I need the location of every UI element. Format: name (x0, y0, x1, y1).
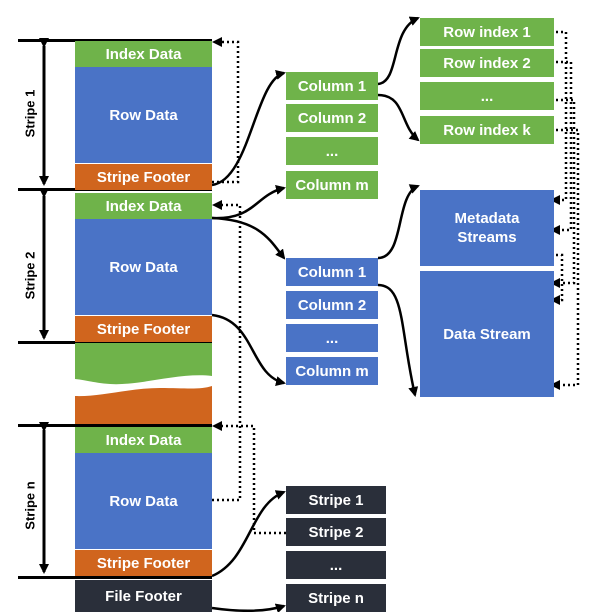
data-stream: Data Stream (420, 271, 554, 397)
top-column-ellipsis: ... (286, 137, 378, 165)
arrow-file-footer-to-stripes (211, 490, 286, 578)
arrow-stripe1-footer-to-columns (211, 70, 286, 187)
row-index-ellipsis: ... (420, 82, 554, 110)
metadata-streams: Metadata Streams (420, 190, 554, 266)
torn-orange-piece (75, 386, 212, 424)
arrow-file-footer-to-stripe-n (211, 603, 286, 612)
stripe-n-bottom-line (18, 576, 212, 579)
top-column-m: Column m (286, 171, 378, 199)
dotted-rowindexk-return (550, 128, 580, 390)
stripe-n-index-data: Index Data (75, 427, 212, 453)
stripe-n-stripe-footer: Stripe Footer (75, 550, 212, 576)
dotted-stripe-list-to-index (212, 421, 286, 535)
arrow-column1-to-datastream (377, 283, 419, 397)
dotted-metadata-return (550, 253, 564, 305)
stripe-n-row-data: Row Data (75, 453, 212, 549)
bottom-column-ellipsis: ... (286, 324, 378, 352)
dotted-rowindex-to-datastream (550, 98, 576, 288)
stripe-2-stripe-footer: Stripe Footer (75, 316, 212, 342)
bottom-column-1: Column 1 (286, 258, 378, 286)
stripe-n-top-line (18, 424, 212, 427)
stripe-1-top-line (18, 39, 212, 42)
stripe-list-n: Stripe n (286, 584, 386, 612)
bottom-column-2: Column 2 (286, 291, 378, 319)
top-column-1: Column 1 (286, 72, 378, 100)
bottom-column-m: Column m (286, 357, 378, 385)
stripe-1-row-data: Row Data (75, 67, 212, 163)
file-footer: File Footer (75, 580, 212, 612)
torn-green-piece (75, 343, 212, 385)
stripe-list-1: Stripe 1 (286, 486, 386, 514)
row-index-k: Row index k (420, 116, 554, 144)
stripe-2-row-data: Row Data (75, 219, 212, 315)
stripe-2-index-data: Index Data (75, 193, 212, 219)
dotted-rowindex1-return (550, 30, 568, 205)
arrow-column1-to-row-index-k (377, 93, 420, 142)
dotted-stripe2-footer-to-index (212, 200, 242, 502)
arrow-column1-to-metadata (377, 184, 420, 260)
arrow-column1-to-row-index-1 (377, 16, 420, 86)
arrow-index-to-columns2 (211, 216, 286, 260)
stripe-2-bottom-line (18, 341, 212, 344)
dotted-stripe1-footer-to-index (212, 37, 240, 184)
stripe-list-ellipsis: ... (286, 551, 386, 579)
stripe-list-2: Stripe 2 (286, 518, 386, 546)
row-index-2: Row index 2 (420, 49, 554, 77)
row-index-1: Row index 1 (420, 18, 554, 46)
arrow-stripe2-footer-to-columns (211, 313, 286, 387)
stripe-1-stripe-footer: Stripe Footer (75, 164, 212, 190)
top-column-2: Column 2 (286, 104, 378, 132)
stripe-1-index-data: Index Data (75, 41, 212, 67)
